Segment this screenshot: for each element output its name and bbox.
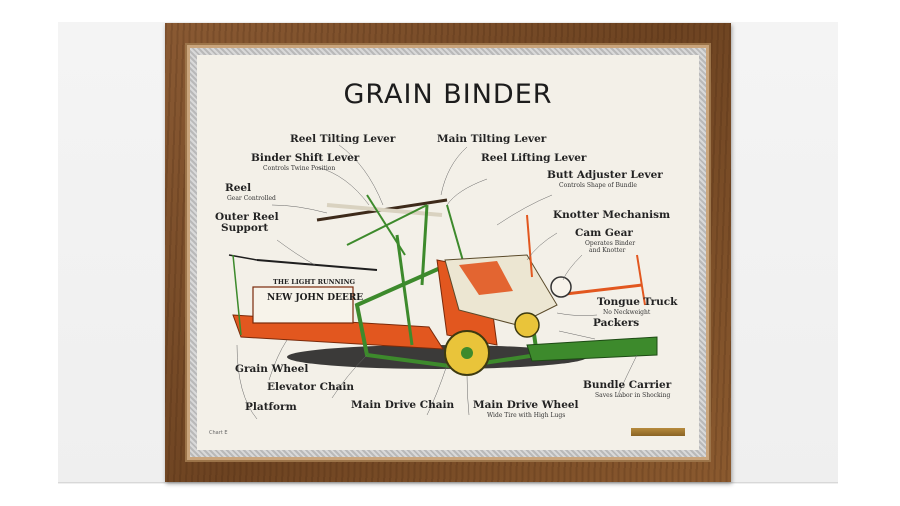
grain-binder-poster: GRAIN BINDER THE LIGHT RUNNING NEW JOHN … (197, 55, 699, 450)
label-bundle-carrier: Bundle Carrier (583, 379, 672, 391)
side-board-top-text: THE LIGHT RUNNING (273, 278, 356, 286)
brass-plaque (631, 428, 685, 436)
label-main-drive-wheel: Main Drive Wheel (473, 399, 579, 411)
label-outer-reel-support-2: Support (221, 222, 269, 234)
note-cam-gear-2: and Knotter (589, 247, 626, 254)
side-board-brand: NEW JOHN DEERE (267, 293, 364, 303)
note-main-drive-wheel: Wide Tire with High Lugs (487, 412, 566, 419)
label-reel: Reel (225, 182, 252, 194)
poster-title: GRAIN BINDER (343, 79, 553, 110)
chart-note: Chart E (209, 430, 228, 436)
label-binder-shift-lever: Binder Shift Lever (251, 152, 360, 164)
label-reel-lifting-lever: Reel Lifting Lever (481, 152, 587, 164)
label-main-drive-chain: Main Drive Chain (351, 399, 455, 411)
label-platform: Platform (245, 401, 297, 413)
cam-gear (550, 276, 572, 298)
grain-binder-illustration (228, 144, 658, 420)
note-bundle-carrier: Saves Labor in Shocking (595, 392, 671, 399)
note-cam-gear-1: Operates Binder (585, 240, 636, 247)
floor-line (58, 482, 838, 483)
label-tongue-truck: Tongue Truck (597, 296, 678, 308)
packer-wheel (514, 312, 540, 338)
side-board (252, 286, 354, 324)
label-main-tilting-lever: Main Tilting Lever (437, 133, 547, 145)
machine-shadow (287, 345, 587, 369)
label-butt-adjuster-lever: Butt Adjuster Lever (547, 169, 663, 181)
label-outer-reel-support-1: Outer Reel (215, 211, 279, 223)
label-packers: Packers (593, 317, 640, 329)
note-reel: Gear Controlled (227, 195, 276, 202)
label-cam-gear: Cam Gear (575, 227, 633, 239)
wooden-frame: GRAIN BINDER THE LIGHT RUNNING NEW JOHN … (165, 23, 731, 482)
note-binder-shift-lever: Controls Twine Position (263, 165, 336, 172)
label-grain-wheel: Grain Wheel (235, 363, 309, 375)
note-butt-adjuster-lever: Controls Shape of Bundle (559, 182, 637, 189)
label-elevator-chain: Elevator Chain (267, 381, 355, 393)
label-reel-tilting-lever: Reel Tilting Lever (290, 133, 396, 145)
note-tongue-truck: No Neckweight (603, 309, 651, 316)
label-knotter-mechanism: Knotter Mechanism (553, 209, 671, 221)
bundle-carrier (526, 336, 658, 362)
